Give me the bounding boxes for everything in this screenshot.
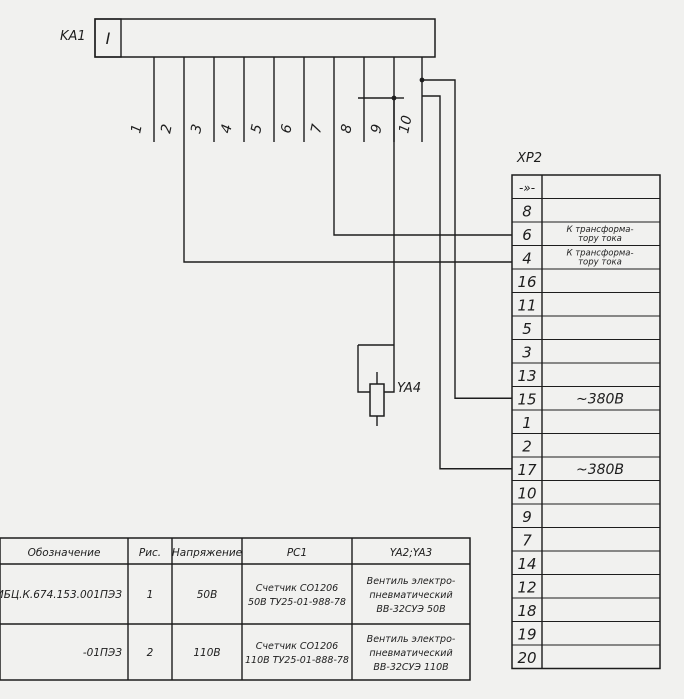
spec-table-header-5: YA2;YA3 bbox=[390, 547, 432, 559]
spec-table-row-2-col-5-line-3: ВВ-32СУЭ 110В bbox=[373, 662, 448, 673]
relay-pin-label-8: 8 bbox=[338, 123, 356, 135]
spec-table-row-2-col-4-line-2: 110В ТУ25-01-888-78 bbox=[245, 655, 349, 666]
connector-note-17: ~380В bbox=[576, 462, 624, 478]
spec-table-row-1-col-2-line-1: 1 bbox=[147, 589, 154, 601]
connector-pin-7: 7 bbox=[522, 532, 532, 550]
connector-label: XP2 bbox=[516, 151, 542, 166]
valve-coil bbox=[369, 383, 385, 417]
connector-pin-17: 17 bbox=[517, 461, 537, 479]
connector-pin-4: 4 bbox=[522, 250, 532, 268]
connector-pin-14: 14 bbox=[517, 555, 536, 573]
spec-table-border bbox=[0, 537, 471, 681]
relay-pin-label-5: 5 bbox=[248, 123, 266, 135]
relay-pin-label-3: 3 bbox=[188, 123, 206, 135]
connector-pin-2: 2 bbox=[522, 438, 532, 456]
spec-table-row-1-col-1-line-1: ИБЦ.К.674.153.001ПЭЗ bbox=[0, 589, 122, 601]
wire-pin-9-to-valve bbox=[384, 98, 395, 393]
connector-pin-16: 16 bbox=[517, 273, 536, 291]
connector-note-6-line-2: тору тока bbox=[578, 234, 622, 244]
relay-pin-label-10: 10 bbox=[396, 114, 415, 135]
spec-table-header-4: PC1 bbox=[287, 547, 307, 559]
wire-pin-10-to-xp2-15 bbox=[422, 79, 512, 399]
spec-table-header-2: Рис. bbox=[139, 547, 161, 559]
connector-pin-6: 6 bbox=[522, 226, 532, 244]
junction-dot-pin-9 bbox=[391, 95, 397, 101]
wire-pin-10b-to-xp2-17 bbox=[422, 95, 512, 470]
connector-pin-3: 3 bbox=[522, 344, 532, 362]
relay-pin-label-7: 7 bbox=[308, 123, 326, 135]
spec-table-row-2-col-3-line-1: 110В bbox=[193, 647, 220, 659]
connector-note-4-line-1: К трансформа- bbox=[566, 249, 633, 259]
connector-note-4-line-2: тору тока bbox=[578, 258, 622, 268]
spec-table-row-2-col-1-line-1: -01ПЭЗ bbox=[83, 647, 122, 659]
relay-pin-label-9: 9 bbox=[368, 123, 386, 135]
spec-table-row-1-col-5-line-2: пневматический bbox=[369, 590, 452, 601]
spec-table-row-2-col-2-line-1: 2 bbox=[147, 647, 154, 659]
spec-table-row-1-col-4-line-1: Счетчик СО1206 bbox=[256, 583, 338, 594]
spec-table-row-2-col-5-line-1: Вентиль электро- bbox=[367, 634, 456, 645]
connector-pin-1: 1 bbox=[522, 414, 532, 432]
spec-table-header-3: Напряжение bbox=[172, 547, 242, 559]
connector-pin-20: 20 bbox=[517, 649, 536, 667]
connector-note-6-line-1: К трансформа- bbox=[566, 225, 633, 235]
connector-pin-18: 18 bbox=[517, 602, 536, 620]
connector-pin-5: 5 bbox=[522, 320, 532, 338]
spec-table-row-1-col-3-line-1: 50В bbox=[197, 589, 218, 601]
connector-pin-13: 13 bbox=[517, 367, 536, 385]
spec-table-row-2-col-4-line-1: Счетчик СО1206 bbox=[256, 641, 338, 652]
valve-label: YA4 bbox=[397, 381, 421, 396]
wire-valve-left bbox=[357, 345, 370, 393]
connector-body bbox=[511, 174, 661, 670]
connector-pin-8: 8 bbox=[522, 203, 532, 221]
relay-body bbox=[94, 18, 436, 58]
relay-pin-label-2: 2 bbox=[158, 123, 176, 135]
wire-pin-7-to-xp2-6 bbox=[333, 142, 512, 236]
spec-table-row-1-col-4-line-2: 50В ТУ25-01-988-78 bbox=[248, 597, 346, 608]
relay-label: KA1 bbox=[60, 29, 86, 44]
relay-pin-label-6: 6 bbox=[278, 123, 296, 135]
connector-pin-10: 10 bbox=[517, 485, 536, 503]
relay-symbol-box bbox=[94, 18, 122, 58]
connector-header-symbol: -»- bbox=[519, 181, 535, 195]
relay-symbol: I bbox=[106, 29, 111, 48]
spec-table-row-1-col-5-line-3: ВВ-32СУЭ 50В bbox=[376, 604, 445, 615]
junction-dot-pin-10 bbox=[419, 77, 425, 83]
spec-table-row-2-col-5-line-2: пневматический bbox=[369, 648, 452, 659]
relay-pin-label-1: 1 bbox=[128, 123, 146, 135]
connector-pin-12: 12 bbox=[517, 579, 536, 597]
connector-pin-19: 19 bbox=[517, 626, 536, 644]
wire-pin-2-to-xp2-4 bbox=[183, 142, 512, 263]
relay-pin-label-4: 4 bbox=[218, 123, 236, 135]
connector-pin-15: 15 bbox=[517, 391, 536, 409]
connector-note-15: ~380В bbox=[576, 392, 624, 408]
connector-pin-11: 11 bbox=[517, 297, 536, 315]
spec-table-header-1: Обозначение bbox=[28, 547, 101, 559]
spec-table-row-1-col-5-line-1: Вентиль электро- bbox=[367, 576, 456, 587]
connector-pin-9: 9 bbox=[522, 508, 532, 526]
